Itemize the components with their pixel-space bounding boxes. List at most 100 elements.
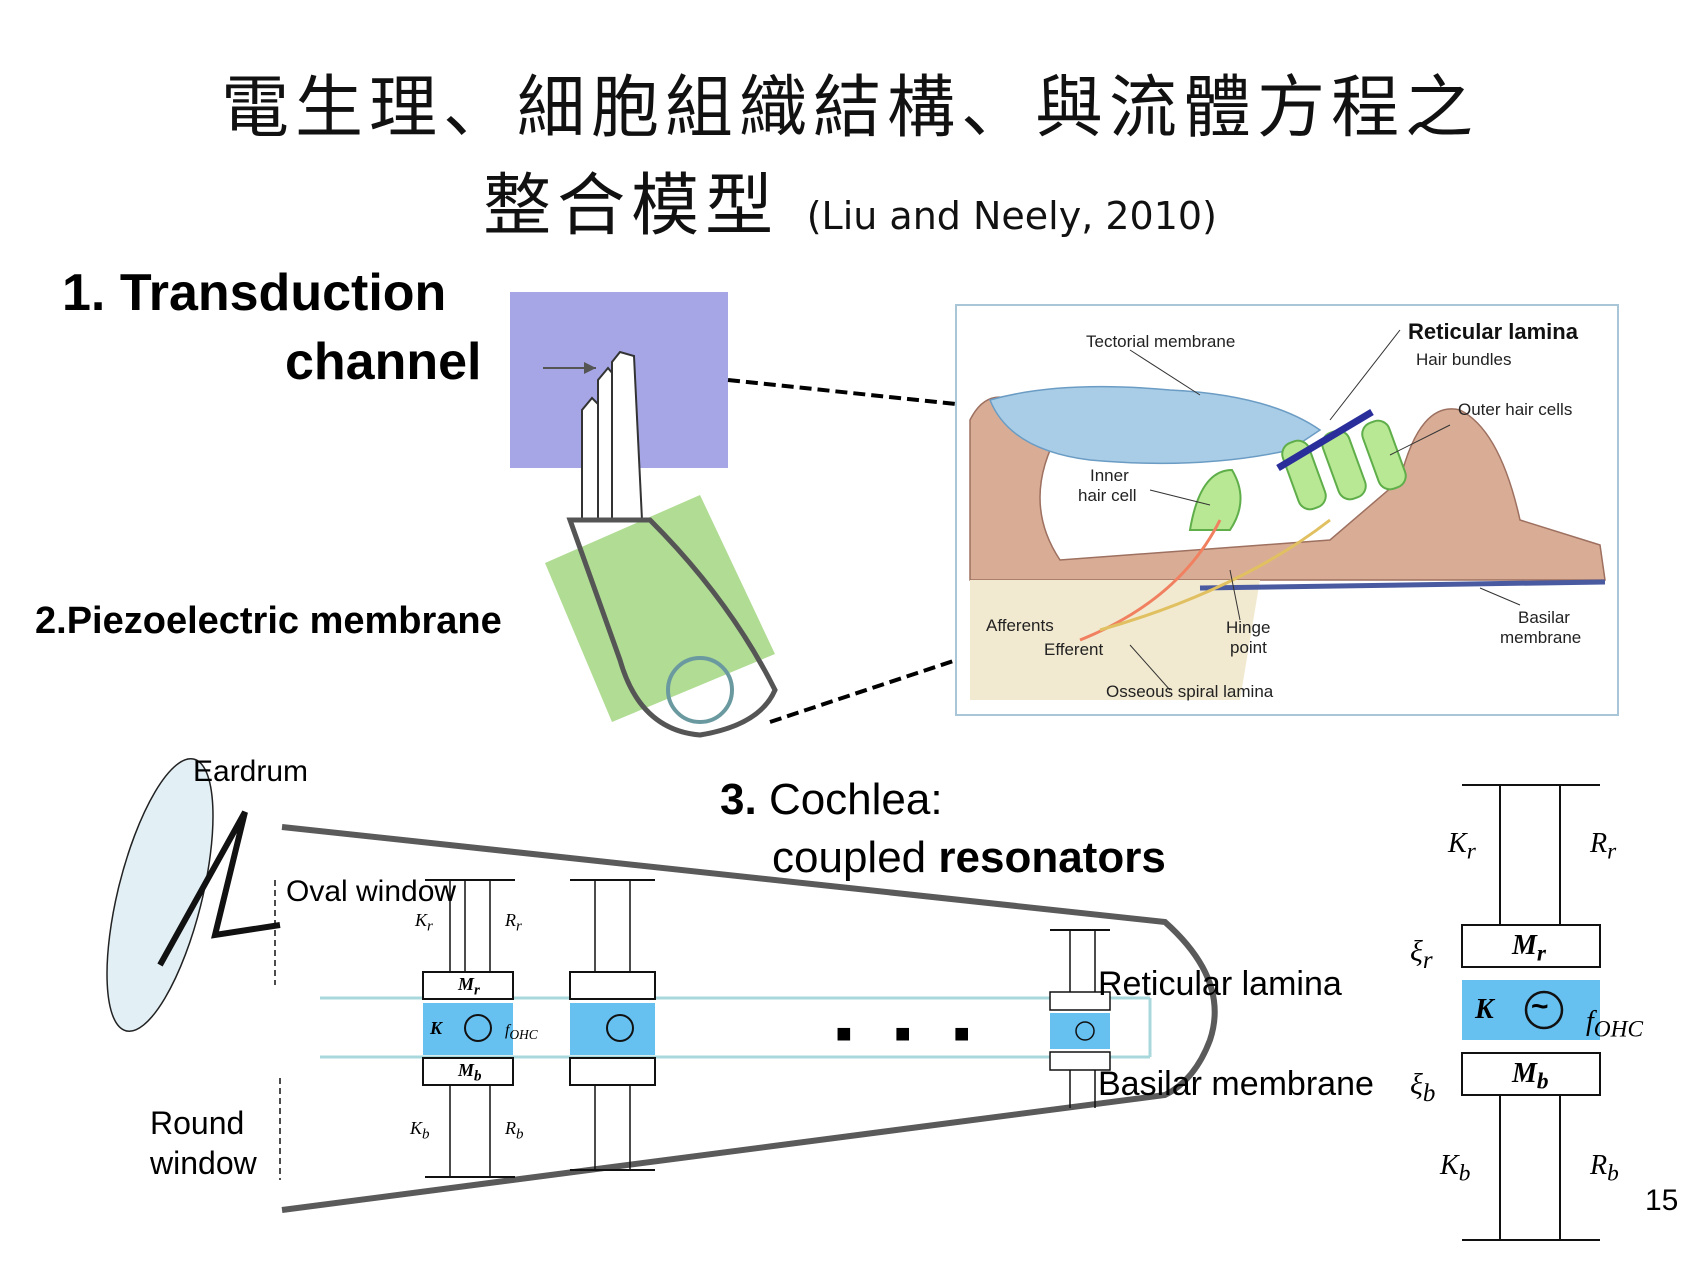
big-Mb: Mb: [1512, 1058, 1549, 1096]
slide-title-line2: 整合模型 (Liu and Neely, 2010): [0, 150, 1700, 249]
resonator-unit-2: [569, 879, 656, 1171]
oval-window-label: Oval window: [286, 875, 457, 908]
nucleus-circle: [666, 656, 734, 724]
inset-basilar-1: Basilar: [1518, 608, 1570, 627]
big-Rr-letter: R: [1590, 828, 1608, 859]
inset-efferent: Efferent: [1044, 640, 1104, 659]
eardrum-shape: [106, 758, 214, 1032]
big-Kr: Kr: [1448, 828, 1476, 866]
u1-Rb: Rb: [505, 1118, 524, 1144]
inset-tectorial: Tectorial membrane: [1086, 332, 1236, 351]
big-xi-r-sub: r: [1422, 947, 1433, 974]
coupled-word: coupled: [772, 833, 927, 882]
inset-hinge-1: Hinge: [1226, 618, 1271, 637]
round-window-label-2: window: [150, 1145, 257, 1181]
u1-Rr: Rr: [505, 910, 522, 936]
big-Kb-letter: K: [1440, 1150, 1459, 1181]
u1-Rb-sub: b: [516, 1126, 524, 1143]
basilar-membrane-label: Basilar membrane: [1098, 1065, 1374, 1103]
cochlea-num: 3.: [720, 775, 757, 824]
inset-reticular: Reticular lamina: [1408, 319, 1578, 344]
u1-Kb-letter: K: [410, 1118, 423, 1138]
big-Rr: Rr: [1590, 828, 1616, 866]
big-xi-b-letter: ξ: [1410, 1068, 1423, 1101]
big-Mr: Mr: [1512, 930, 1546, 968]
citation: (Liu and Neely, 2010): [806, 194, 1217, 238]
resonator-unit-1: [422, 879, 515, 1178]
cochlea-word: Cochlea:: [768, 775, 943, 824]
big-xi-b: ξb: [1410, 1068, 1435, 1108]
continuation-dots: ■ ■ ■: [836, 1018, 988, 1048]
big-Mb-sub: b: [1536, 1068, 1549, 1095]
eardrum-label: Eardrum: [193, 755, 309, 788]
channel-label: channel: [285, 333, 482, 391]
reticular-lamina-label: Reticular lamina: [1098, 965, 1342, 1003]
inset-inner-2: hair cell: [1078, 486, 1137, 505]
u1-Mb: Mb: [458, 1060, 482, 1086]
big-Rb: Rb: [1590, 1150, 1619, 1188]
resonator-detail: [1461, 784, 1601, 1241]
big-xi-b-sub: b: [1422, 1080, 1436, 1107]
bone-shape: [970, 580, 1260, 700]
round-window-label-1: Round: [150, 1105, 245, 1141]
coupled-heading: coupled resonators: [772, 833, 1166, 883]
cochlea-heading: 3. Cochlea:: [720, 775, 943, 825]
big-Rr-sub: r: [1607, 838, 1617, 865]
u1-Kb: Kb: [410, 1118, 430, 1144]
big-f-letter: f: [1586, 1006, 1594, 1037]
slide-title-chars: 整合模型: [483, 167, 780, 246]
big-f-sub: OHC: [1593, 1016, 1644, 1043]
big-Mr-sub: r: [1536, 940, 1546, 967]
big-Rb-sub: b: [1607, 1160, 1619, 1187]
inner-hair-cell: [1188, 468, 1242, 531]
u1-Mr-letter: M: [458, 974, 475, 994]
big-tilde: ~: [1531, 990, 1549, 1023]
resonators-word: resonators: [938, 833, 1166, 882]
big-Mr-letter: M: [1512, 930, 1537, 961]
reticular-lamina-bar: [1276, 408, 1374, 472]
inset-inner-1: Inner: [1090, 466, 1129, 485]
u1-Rb-letter: R: [505, 1118, 516, 1138]
piezo-label: 2.Piezoelectric membrane: [35, 600, 502, 642]
big-Mb-letter: M: [1512, 1058, 1537, 1089]
big-xi-r: ξr: [1410, 935, 1433, 975]
big-K: K: [1475, 994, 1494, 1025]
u1-f-letter: f: [505, 1022, 510, 1039]
big-Rb-letter: R: [1590, 1150, 1608, 1181]
big-fOHC: fOHC: [1586, 1006, 1643, 1044]
inset-afferents: Afferents: [986, 616, 1054, 635]
hair-cell-outline: [566, 517, 778, 738]
big-Kr-letter: K: [1448, 828, 1467, 859]
slide-title-line1: 電生理、細胞組織結構、與流體方程之: [220, 69, 1479, 148]
u1-Mr: Mr: [458, 974, 480, 1000]
u1-fOHC: fOHC: [505, 1022, 538, 1043]
u1-K: K: [430, 1018, 443, 1038]
big-xi-r-letter: ξ: [1410, 935, 1423, 968]
transduction-label: 1. Transduction: [62, 264, 447, 322]
u1-Kr-sub: r: [427, 918, 433, 935]
u1-Kr: Kr: [415, 910, 433, 936]
u1-f-sub: OHC: [509, 1027, 538, 1043]
inset-hinge-2: point: [1230, 638, 1267, 657]
basilar-line: [1199, 579, 1606, 591]
big-Kr-sub: r: [1466, 838, 1476, 865]
u1-Mr-sub: r: [474, 982, 480, 999]
inset-hair-bundles: Hair bundles: [1416, 350, 1512, 369]
resonator-unit-3: [1049, 929, 1111, 1108]
u1-Kr-letter: K: [415, 910, 428, 930]
cochlea-outline: [281, 824, 1218, 1213]
inset-osseous: Osseous spiral lamina: [1106, 682, 1274, 701]
u1-Rr-letter: R: [505, 910, 516, 930]
inset-outer-hair: Outer hair cells: [1458, 400, 1573, 419]
ossicles: [157, 810, 281, 967]
u1-Mb-letter: M: [458, 1060, 475, 1080]
u1-Kb-sub: b: [422, 1126, 430, 1143]
big-Kb: Kb: [1440, 1150, 1470, 1188]
u1-Mb-sub: b: [474, 1068, 482, 1085]
inset-basilar-2: membrane: [1500, 628, 1582, 647]
u1-Rr-sub: r: [516, 918, 522, 935]
big-Kb-sub: b: [1458, 1160, 1471, 1187]
page-number: 15: [1645, 1184, 1679, 1217]
stereocilia-sketch: [581, 350, 644, 521]
